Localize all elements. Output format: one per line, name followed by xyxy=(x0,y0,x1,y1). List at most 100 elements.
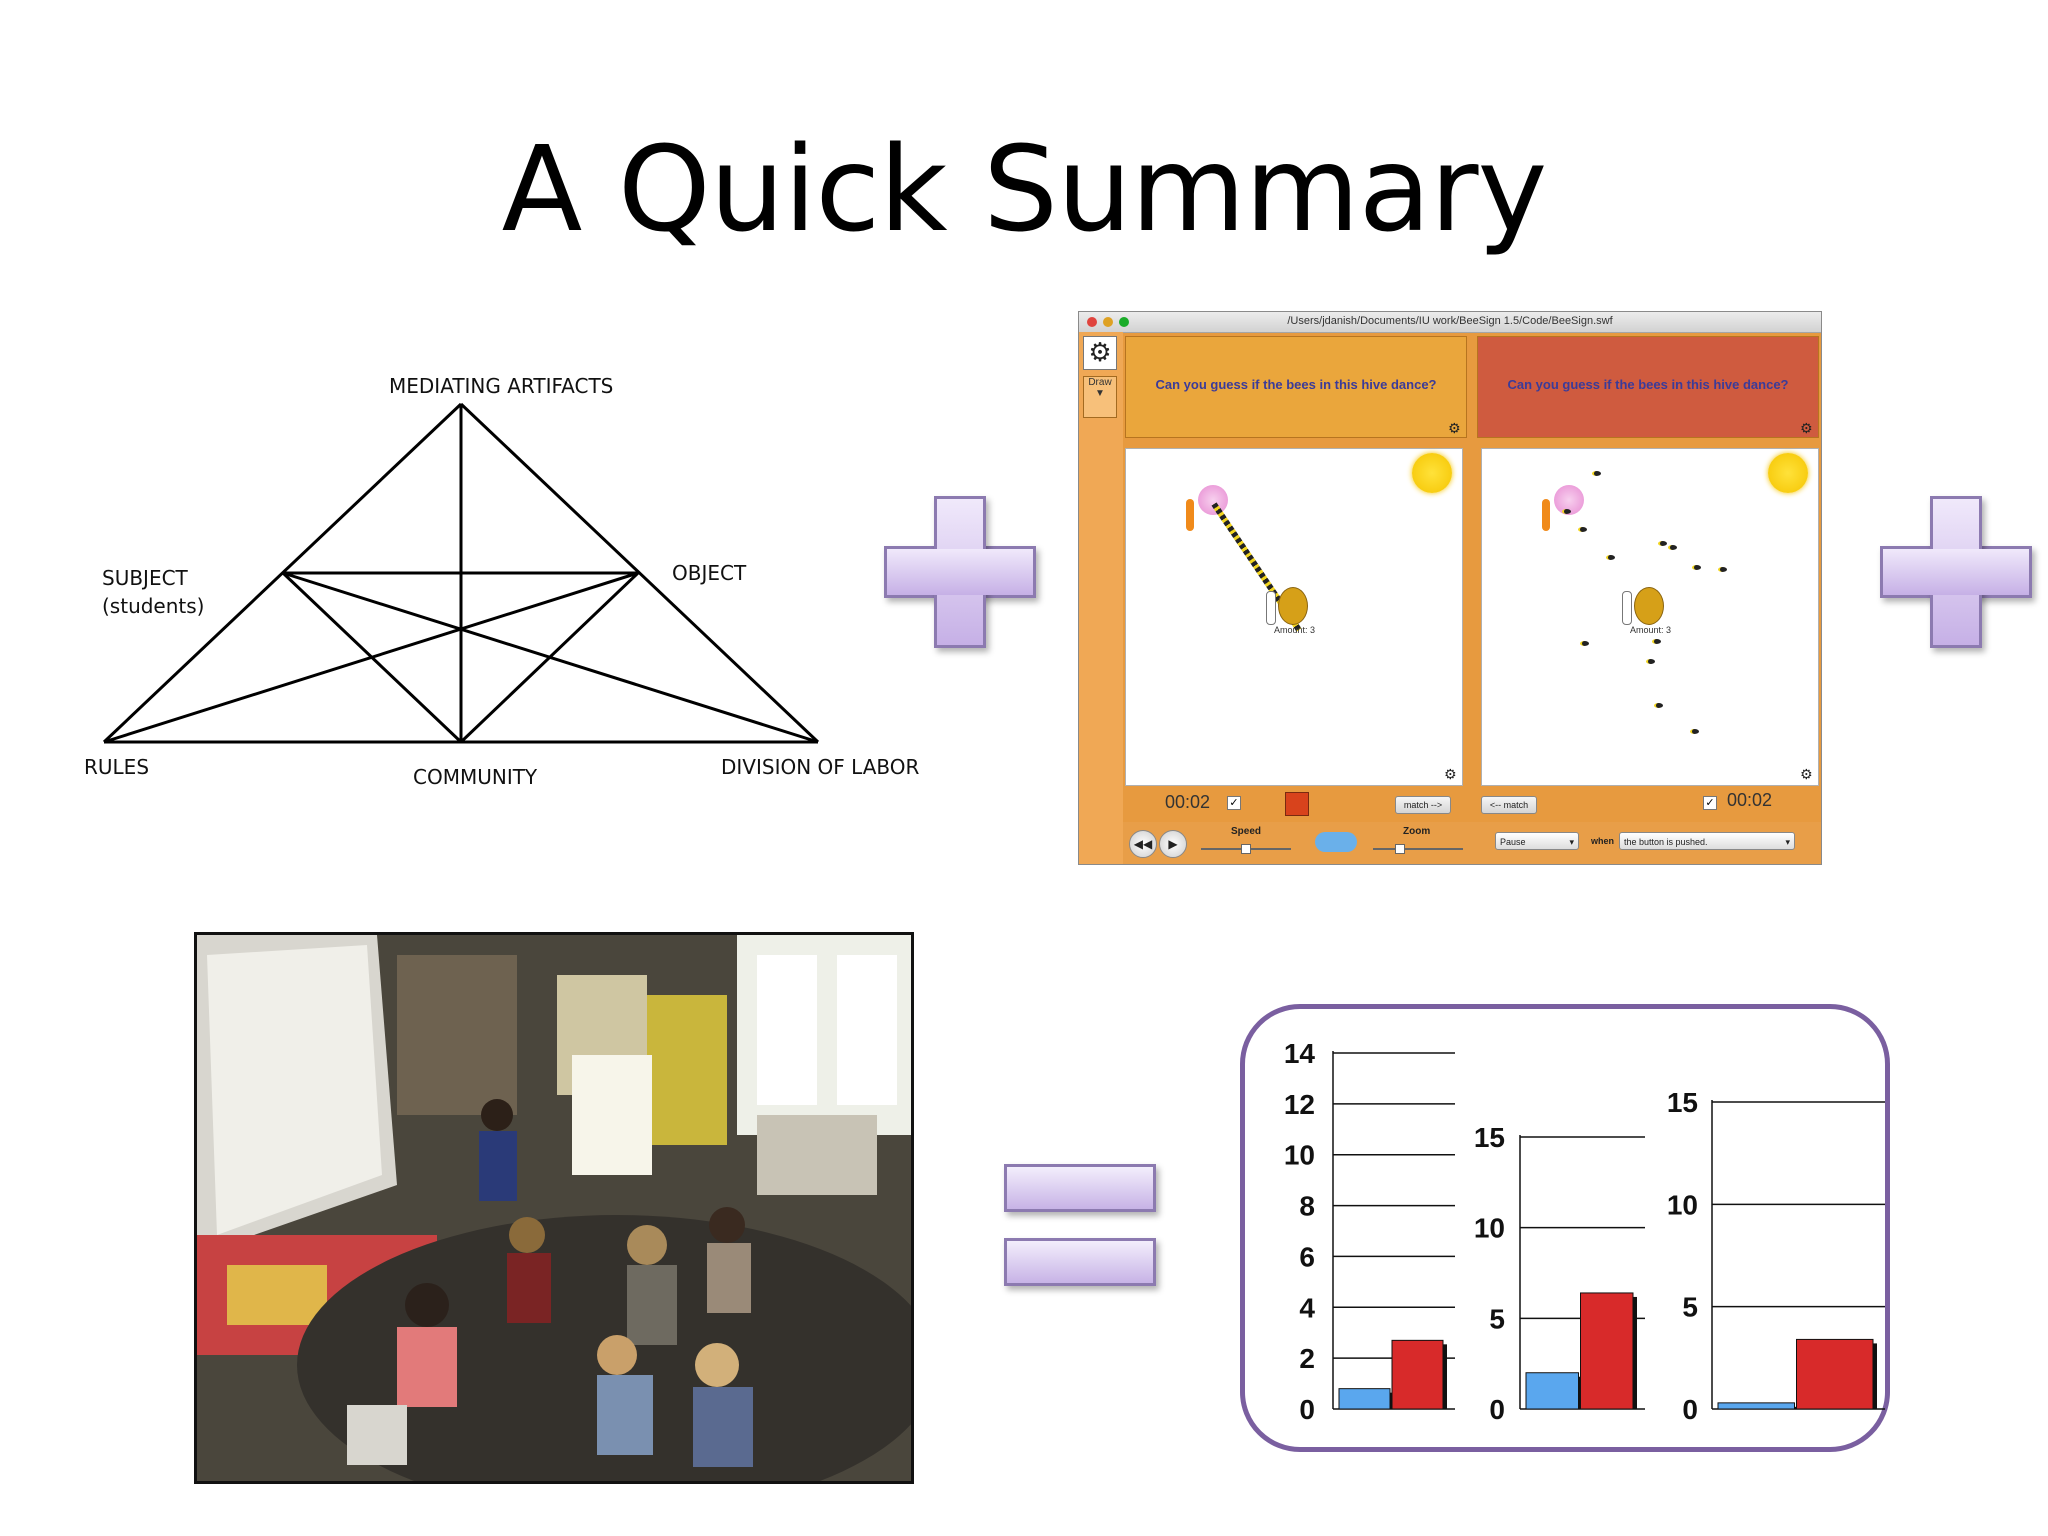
chart-tick-label: 4 xyxy=(1299,1292,1315,1323)
slide-title: A Quick Summary xyxy=(501,120,1548,258)
right-timer-bar: <-- match ✓ 00:02 xyxy=(1477,788,1817,820)
match-left-button[interactable]: <-- match xyxy=(1481,796,1537,814)
right-hive-field[interactable]: Amount: 3 ⚙ xyxy=(1481,448,1819,786)
hive-icon xyxy=(1634,587,1664,625)
chart-tick-label: 6 xyxy=(1299,1241,1315,1272)
label-object: OBJECT xyxy=(672,561,747,585)
bee-icon xyxy=(1606,555,1615,560)
bee-icon xyxy=(1652,639,1661,644)
bee-icon xyxy=(1690,729,1699,734)
label-subject: SUBJECT (students) xyxy=(102,566,205,618)
left-timer: 00:02 xyxy=(1165,792,1211,812)
chevron-down-icon: ▾ xyxy=(1569,837,1574,847)
chart-bar-red xyxy=(1580,1292,1634,1410)
left-checkbox[interactable]: ✓ xyxy=(1227,796,1241,810)
chart-bar-blue xyxy=(1717,1402,1795,1410)
triangle-edge xyxy=(459,402,820,744)
left-prompt-panel: Can you guess if the bees in this hive d… xyxy=(1125,336,1467,438)
chart-tick-label: 10 xyxy=(1284,1140,1315,1171)
bee-icon xyxy=(1668,545,1677,550)
chart-tick-label: 0 xyxy=(1489,1394,1505,1425)
flower-icon xyxy=(1198,485,1228,515)
chart-tick-label: 0 xyxy=(1299,1394,1315,1425)
playback-controls: ◀◀ ▶ Speed Zoom Pause ▾ when the button … xyxy=(1123,822,1821,864)
chevron-down-icon: ▼ xyxy=(1095,388,1105,399)
label-rules: RULES xyxy=(84,755,150,779)
classroom-photo xyxy=(194,932,914,1484)
triangle-edge xyxy=(103,571,639,744)
classroom-photo-image xyxy=(197,935,911,1481)
pause-select[interactable]: Pause ▾ xyxy=(1495,832,1579,850)
zoom-slider[interactable] xyxy=(1373,848,1463,850)
chart-tick-label: 15 xyxy=(1474,1122,1505,1153)
bee-icon xyxy=(1654,703,1663,708)
condition-select-value: the button is pushed. xyxy=(1624,837,1708,847)
feeder-icon xyxy=(1266,591,1276,625)
sun-icon xyxy=(1412,453,1452,493)
bee-icon xyxy=(1578,527,1587,532)
chart-tick-label: 10 xyxy=(1474,1213,1505,1244)
chart-tick-label: 12 xyxy=(1284,1089,1315,1120)
speed-label: Speed xyxy=(1231,826,1262,837)
settings-gear-icon[interactable]: ⚙ xyxy=(1083,336,1117,370)
gear-icon[interactable]: ⚙ xyxy=(1444,766,1457,782)
gear-icon[interactable]: ⚙ xyxy=(1800,420,1813,436)
bee-icon xyxy=(1718,567,1727,572)
left-prompt-text: Can you guess if the bees in this hive d… xyxy=(1155,377,1437,392)
minimize-window-button[interactable] xyxy=(1103,317,1113,327)
chart-bar-red xyxy=(1391,1339,1444,1410)
gear-icon[interactable]: ⚙ xyxy=(1448,420,1461,436)
equals-icon xyxy=(1004,1164,1156,1290)
label-community: COMMUNITY xyxy=(413,765,538,789)
chart-tick-label: 8 xyxy=(1299,1191,1315,1222)
left-timer-bar: 00:02 ✓ match --> xyxy=(1125,788,1465,820)
draw-label: Draw xyxy=(1088,377,1112,388)
zoom-label: Zoom xyxy=(1403,826,1431,837)
zoom-slider-knob[interactable] xyxy=(1395,844,1405,854)
chart-tick-label: 2 xyxy=(1299,1343,1315,1374)
triangle-edge xyxy=(282,571,819,744)
tool-sidebar: ⚙ Draw ▼ xyxy=(1079,332,1123,864)
bee-icon xyxy=(1692,565,1701,570)
hive-icon xyxy=(1278,587,1308,625)
when-label: when xyxy=(1591,836,1615,846)
window-titlebar: /Users/jdanish/Documents/IU work/BeeSign… xyxy=(1079,312,1821,333)
chart-bar-blue xyxy=(1338,1388,1391,1410)
speed-slider-knob[interactable] xyxy=(1241,844,1251,854)
chart-tick-label: 14 xyxy=(1284,1038,1316,1069)
sun-icon xyxy=(1768,453,1808,493)
feeder-icon xyxy=(1186,499,1194,531)
match-right-button[interactable]: match --> xyxy=(1395,796,1451,814)
stop-icon[interactable] xyxy=(1285,792,1309,816)
condition-select[interactable]: the button is pushed. ▾ xyxy=(1619,832,1795,850)
chart-bar-red xyxy=(1796,1338,1874,1410)
draw-menu-button[interactable]: Draw ▼ xyxy=(1083,376,1117,418)
cloud-icon xyxy=(1315,832,1357,852)
chart-tick-label: 0 xyxy=(1682,1394,1698,1425)
chart-tick-label: 5 xyxy=(1682,1292,1698,1323)
bee-icon xyxy=(1592,471,1601,476)
left-hive-field[interactable]: Amount: 3 ⚙ xyxy=(1125,448,1463,786)
chart-tick-label: 15 xyxy=(1667,1087,1698,1118)
triangle-edge xyxy=(102,402,463,744)
label-division-of-labor: DIVISION OF LABOR xyxy=(721,755,920,779)
play-icon[interactable]: ▶ xyxy=(1159,830,1187,858)
window-file-path: /Users/jdanish/Documents/IU work/BeeSign… xyxy=(1287,315,1613,327)
feeder-icon xyxy=(1542,499,1550,531)
label-mediating-artifacts: MEDIATING ARTIFACTS xyxy=(389,374,614,398)
feeder-icon xyxy=(1622,591,1632,625)
close-window-button[interactable] xyxy=(1087,317,1097,327)
chart-tick-label: 10 xyxy=(1667,1189,1698,1220)
right-prompt-text: Can you guess if the bees in this hive d… xyxy=(1507,377,1789,392)
plus-icon xyxy=(884,496,1036,648)
pause-select-value: Pause xyxy=(1500,837,1526,847)
chart-bar-blue xyxy=(1525,1372,1579,1410)
left-amount: Amount: 3 xyxy=(1274,625,1316,635)
gear-icon[interactable]: ⚙ xyxy=(1800,766,1813,782)
zoom-window-button[interactable] xyxy=(1119,317,1129,327)
rewind-icon[interactable]: ◀◀ xyxy=(1129,830,1157,858)
bee-icon xyxy=(1658,541,1667,546)
right-checkbox[interactable]: ✓ xyxy=(1703,796,1717,810)
